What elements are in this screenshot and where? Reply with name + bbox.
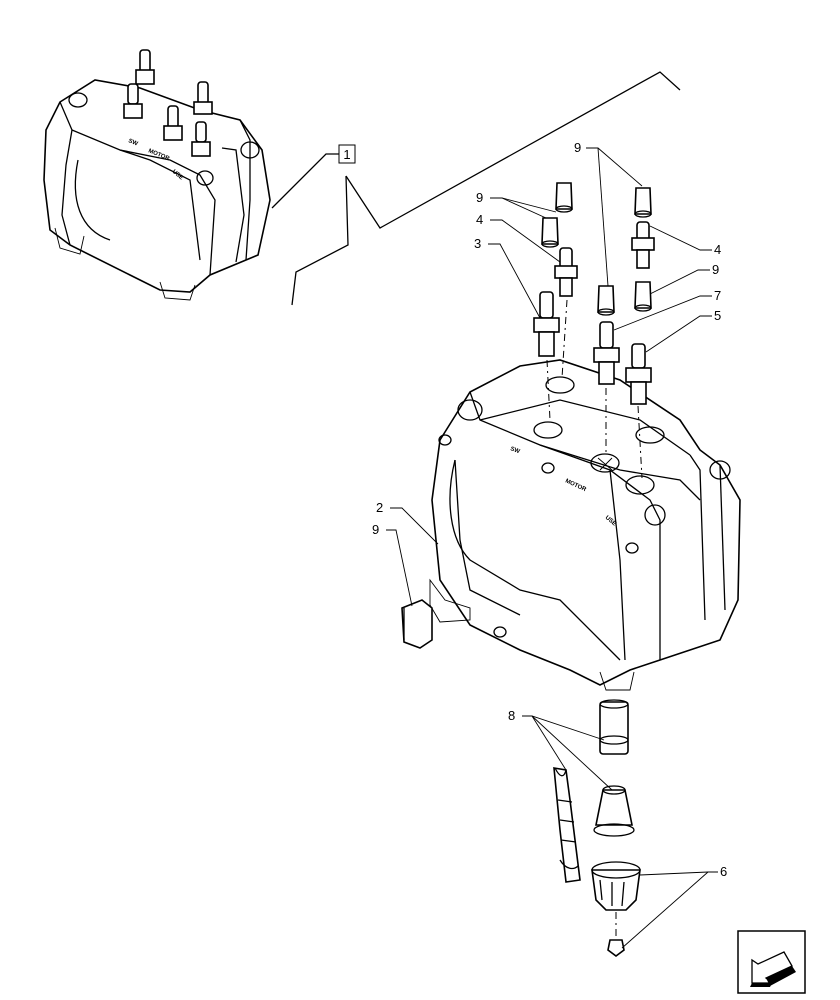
callout-9-top-left: 9 (476, 190, 483, 205)
callout-2: 2 (376, 500, 383, 515)
callout-3: 3 (474, 236, 481, 251)
callout-leaders (386, 147, 718, 949)
callout-4-right: 4 (714, 242, 721, 257)
exploded-fittings (533, 182, 655, 479)
strainer-bowl (591, 861, 641, 957)
thumbnail-fittings (123, 49, 213, 157)
decal-large-a: SW (509, 446, 520, 455)
return-arrow-icon[interactable] (737, 930, 806, 994)
reference-box-label: 1 (343, 147, 350, 162)
valve-assembly-main: SW MOTOR USE (429, 359, 741, 691)
callout-6: 6 (720, 864, 727, 879)
callout-7: 7 (714, 288, 721, 303)
callout-4-left: 4 (476, 212, 483, 227)
callout-9-top-right: 9 (574, 140, 581, 155)
decal-small-a: SW (127, 138, 139, 147)
callout-9-mid-right: 9 (712, 262, 719, 277)
side-plug (401, 599, 433, 649)
reference-box-1: 1 (271, 71, 681, 306)
filter-parts (553, 699, 635, 883)
assembly-thumbnail: SW MOTOR USE (43, 49, 271, 301)
callout-8: 8 (508, 708, 515, 723)
callout-labels: 9 9 4 3 4 9 7 5 2 9 8 6 (372, 140, 727, 879)
callout-5: 5 (714, 308, 721, 323)
callout-9-side: 9 (372, 522, 379, 537)
